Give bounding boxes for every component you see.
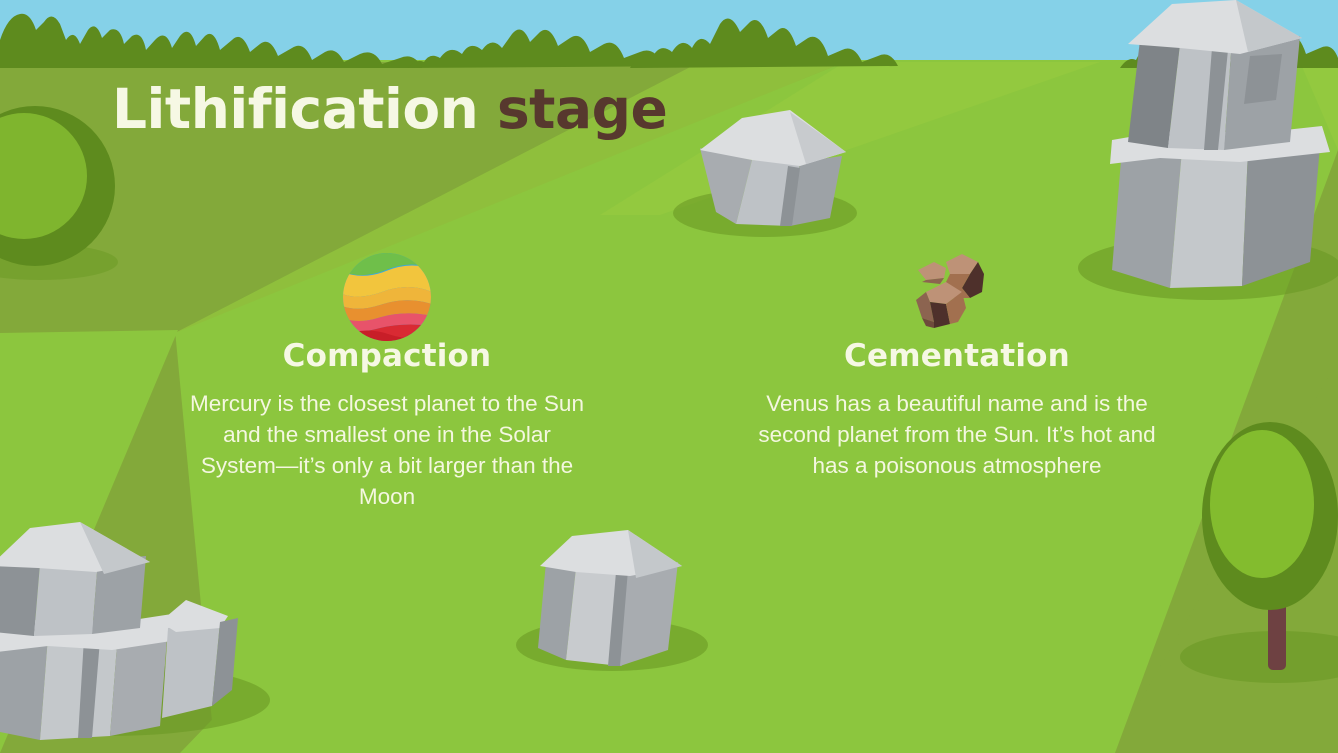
pebble-lower-left xyxy=(916,292,934,322)
rock-top-center-body-left xyxy=(700,148,752,224)
rock-bl-mid-left xyxy=(0,564,40,636)
layer-orange xyxy=(343,300,431,321)
rock-bl-lower-crack xyxy=(78,638,100,738)
ground-wedge-upper-right xyxy=(175,62,845,333)
rock-tr-base-mid xyxy=(1170,150,1248,288)
rock-bottom-center xyxy=(516,530,708,671)
sediment-layers-circle-icon xyxy=(342,252,432,342)
page-title-main: Lithification xyxy=(112,77,479,141)
ground-field-center xyxy=(175,62,1338,753)
cemented-pebbles-icon xyxy=(900,248,990,338)
rock-bottom-left-large xyxy=(0,522,270,740)
content-column-compaction: Compaction Mercury is the closest planet… xyxy=(167,338,607,512)
pebble-upper-left xyxy=(918,262,946,280)
column-heading-compaction: Compaction xyxy=(282,338,492,374)
rock-tr-base-right xyxy=(1242,146,1320,286)
rock-bl-mid-right xyxy=(92,556,146,634)
rock-bl-side-block-top xyxy=(160,600,228,632)
tree-shadow xyxy=(1180,631,1338,683)
rock-tr-peak-shade xyxy=(1236,0,1302,52)
bush-left-edge xyxy=(0,106,118,280)
rock-bl-lower-right xyxy=(110,626,168,736)
rock-tr-upper-left xyxy=(1128,40,1180,148)
rock-top-center-crack xyxy=(780,166,800,226)
layer-yellow xyxy=(343,265,431,297)
rock-bl-side-block xyxy=(162,622,220,718)
rock-top-center-cap-shade xyxy=(790,112,846,164)
rock-bc-cap-shade xyxy=(628,530,682,578)
layer-pink xyxy=(343,313,431,332)
pebble-upper-left-side xyxy=(922,278,944,284)
column-body-cementation: Venus has a beautiful name and is the se… xyxy=(758,391,1156,479)
ground-wedge-upper xyxy=(0,62,700,333)
rock-top-center-body-right xyxy=(790,156,842,226)
rock-bl-peak-shade xyxy=(80,522,150,574)
rock-bc-crack xyxy=(608,572,630,666)
tree-canopy-inner xyxy=(1210,430,1314,578)
tree-right xyxy=(1180,422,1338,683)
pebble-lower-top xyxy=(926,282,962,304)
pebble-lower-base xyxy=(922,318,934,328)
layer-yellow-dark xyxy=(343,287,431,309)
column-heading-cementation: Cementation xyxy=(844,338,1070,374)
rock-tr-base-left xyxy=(1112,148,1182,288)
content-column-cementation: Cementation Venus has a beautiful name a… xyxy=(737,338,1177,481)
rock-top-right-large xyxy=(1078,0,1338,300)
rock-tr-notch xyxy=(1244,54,1282,104)
rock-bl-lower-left xyxy=(0,636,48,740)
rock-bl-lower-mid xyxy=(40,632,118,740)
rock-top-center xyxy=(673,110,857,237)
rock-bc-right xyxy=(620,562,678,666)
pebble-upper-right-side xyxy=(962,262,984,298)
rock-bl-mid-mid xyxy=(34,560,98,636)
pebble-lower-front xyxy=(930,302,950,328)
pebble-lower-right xyxy=(946,292,966,324)
page-title-accent: stage xyxy=(496,77,668,141)
column-body-compaction: Mercury is the closest planet to the Sun… xyxy=(190,391,584,510)
rock-bl-side-block-right xyxy=(212,618,238,706)
page-title: Lithification stage xyxy=(112,77,668,141)
rock-tr-upper-crack xyxy=(1204,48,1228,150)
rock-bc-left xyxy=(538,562,576,660)
pebble-upper-right-top xyxy=(946,254,978,274)
bush-inner xyxy=(0,113,87,239)
